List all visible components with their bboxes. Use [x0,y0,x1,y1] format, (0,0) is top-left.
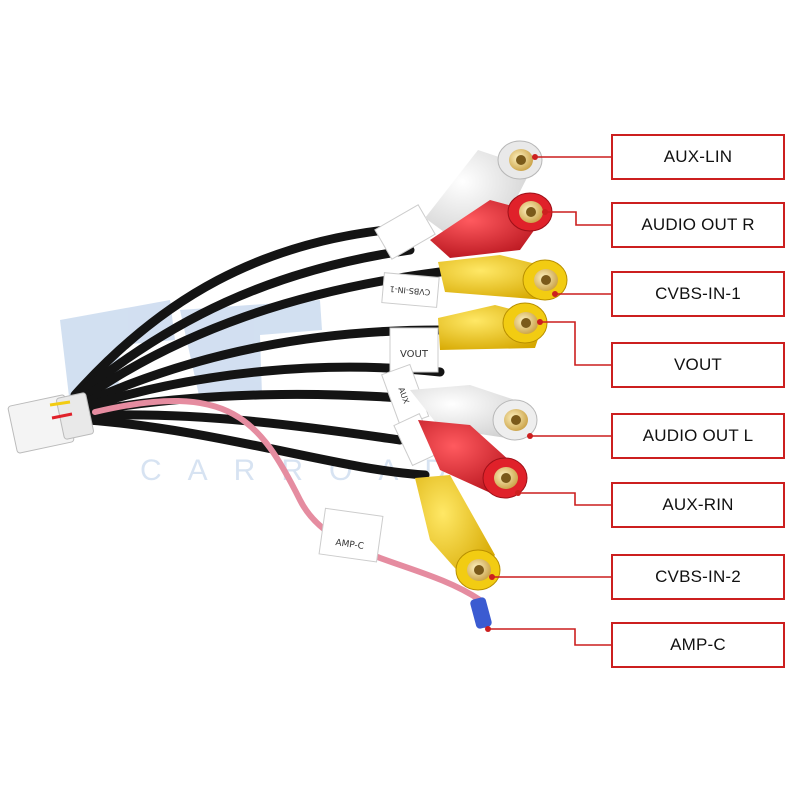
callout-vout-label: VOUT [673,355,723,374]
callout-vout: VOUT [611,342,785,388]
tag-vout-label: VOUT [400,349,429,360]
plug-cvbs-in-2 [415,475,501,591]
callout-aux-lin: AUX-LIN [611,134,785,180]
callout-cvbs-in-2: CVBS-IN-2 [611,554,785,600]
amp-c-wire-end [470,597,492,629]
callout-audio-out-l: AUDIO OUT L [611,413,785,459]
tag-aux: AUX [381,363,430,428]
plug-cvbs-in-1 [438,255,568,301]
leader-aux-rin [518,492,611,506]
tag-vout: VOUT [389,327,439,373]
leader-dots [485,154,558,632]
pink-cable [92,397,488,628]
multi-pin-connector [7,392,94,454]
callout-amp-c-label: AMP-C [670,635,726,654]
tag-cvbs-in-1: CVBS-IN-1 [381,272,440,308]
callout-aux-rin: AUX-RIN [611,482,785,528]
black-cables [70,223,445,480]
callout-cvbs-in-2-label: CVBS-IN-2 [655,567,741,586]
callout-cvbs-in-1-label: CVBS-IN-1 [655,284,741,303]
tag-amp-c: AMP-C [318,507,384,563]
callout-audio-out-l-label: AUDIO OUT L [642,426,754,445]
callout-cvbs-in-1: CVBS-IN-1 [611,271,785,317]
plug-aux-rin [418,420,528,499]
plug-aux-lin [425,140,543,240]
callout-audio-out-r-label: AUDIO OUT R [641,215,755,234]
plug-audio-out-r [430,192,553,258]
leader-lines [488,156,611,646]
tag-cvbs-in-1-label: CVBS-IN-1 [389,284,430,297]
callout-audio-out-r: AUDIO OUT R [611,202,785,248]
tag-amp-c-label: AMP-C [335,538,365,552]
leader-amp-c [488,628,611,646]
callout-amp-c: AMP-C [611,622,785,668]
leader-vout [540,321,611,366]
plug-vout [438,302,548,350]
callout-aux-rin-label: AUX-RIN [662,495,734,514]
callout-aux-lin-label: AUX-LIN [663,147,733,166]
cable-tags: CVBS-IN-1 VOUT AUX AMP-C [318,204,440,563]
tag-white-top [374,204,436,260]
leader-audio-out-r [545,211,611,226]
